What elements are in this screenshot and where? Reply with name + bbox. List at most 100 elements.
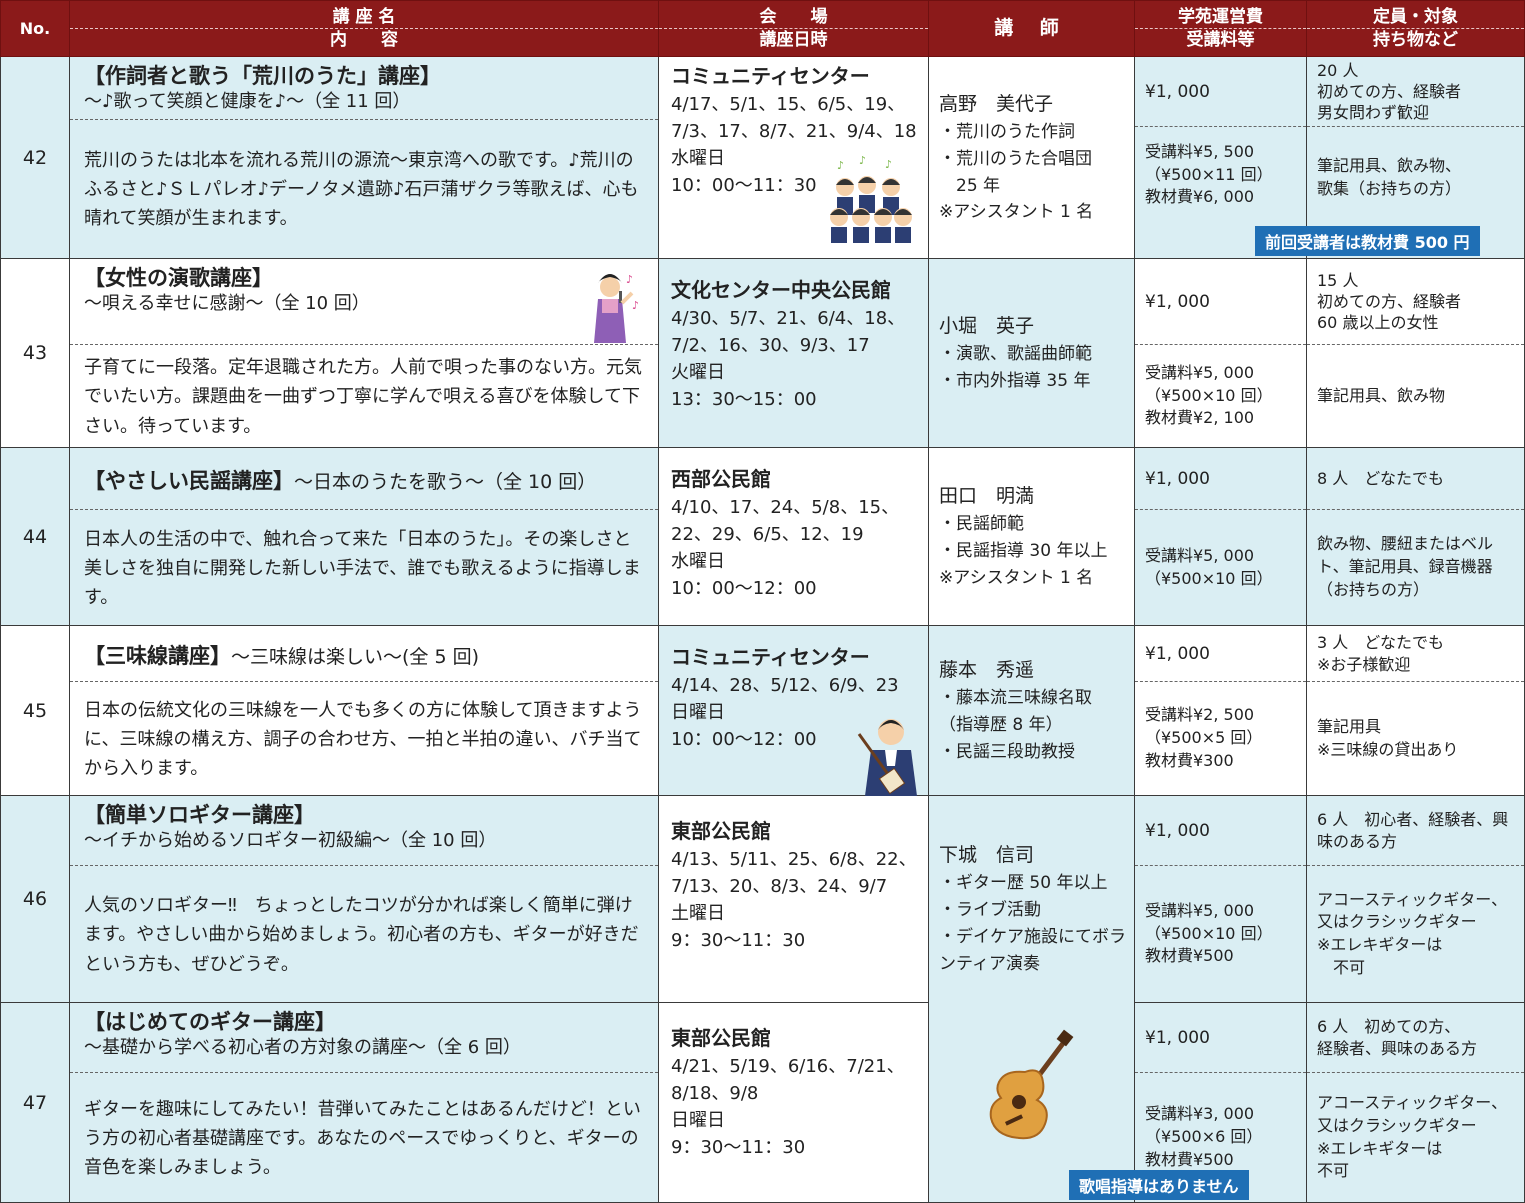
teacher-line: ・デイケア施設にてボランティア演奏 <box>939 926 1126 974</box>
header-teacher-label: 講 師 <box>994 17 1069 40</box>
row-no-cell: 47 <box>0 1002 70 1203</box>
belongings-line: アコースティックギター、又はクラシックギター <box>1317 889 1508 932</box>
capacity-line: 6 人 初心者、経験者、興味のある方 <box>1317 810 1509 851</box>
fee-cell: ¥1, 000 受講料¥5, 000 （¥500×10 回） 教材費¥500 <box>1134 795 1307 1003</box>
svg-text:♪: ♪ <box>859 154 866 167</box>
header-course: 講 座 名内 容 <box>69 0 659 57</box>
header-no-label: No. <box>19 19 51 38</box>
table-row: 43 【女性の演歌講座】～唄える幸せに感謝～（全 10 回） 子育てに一段落。定… <box>0 258 1525 448</box>
belongings-line: 筆記用具 <box>1317 716 1382 736</box>
venue-weekday: 水曜日 <box>671 148 725 169</box>
venue-time: 9：30～11：30 <box>671 1137 806 1158</box>
fee-line: 教材費¥300 <box>1145 750 1234 770</box>
fee-cell: ¥1, 000 受講料¥5, 500 （¥500×11 回） 教材費¥6, 00… <box>1134 56 1480 259</box>
capacity-cell: 6 人 初めての方、 経験者、興味のある方 アコースティックギター、又はクラシッ… <box>1306 1002 1525 1203</box>
belongings-line: 不可 <box>1317 957 1366 977</box>
course-description: 日本の伝統文化の三味線を一人でも多くの方に体験して頂きますように、三味線の構え方… <box>84 699 642 780</box>
fee-line: （¥500×10 回） <box>1145 385 1273 405</box>
teacher-line: ※アシスタント 1 名 <box>939 567 1094 588</box>
header-fee-top: 学苑運営費 <box>1135 7 1306 29</box>
venue-name: 西部公民館 <box>671 467 771 491</box>
row-no: 47 <box>22 1091 48 1114</box>
belongings-line: 不可 <box>1317 1161 1350 1181</box>
course-title: 【三味線講座】 <box>84 643 231 668</box>
capacity-line: 15 人 <box>1317 270 1359 290</box>
belongings-line: ※エレキギターは <box>1317 1138 1443 1158</box>
row-no: 44 <box>22 525 48 548</box>
teacher-line: （指導歴 8 年） <box>939 715 1063 736</box>
capacity-line: ※お子様歓迎 <box>1317 654 1411 674</box>
venue-name: コミュニティセンター <box>671 64 870 88</box>
table-header: No. 講 座 名内 容 会 場講座日時 講 師 学苑運営費受講料等 定員・対象… <box>0 0 1525 57</box>
teacher-line: ・演歌、歌謡曲師範 <box>939 344 1092 365</box>
svg-text:♪: ♪ <box>632 299 639 312</box>
header-no: No. <box>0 0 70 57</box>
row-no-cell: 45 <box>0 625 70 796</box>
capacity-cell: 3 人 どなたでも ※お子様歓迎 筆記用具 ※三味線の貸出あり <box>1306 625 1525 796</box>
fee-line: 受講料¥5, 500 <box>1145 142 1255 161</box>
fee-operation: ¥1, 000 <box>1135 448 1306 510</box>
venue-dates: 4/30、5/7、21、6/4、18、7/2、16、30、9/3、17 <box>671 308 906 356</box>
capacity-line: 経験者、興味のある方 <box>1317 1038 1478 1058</box>
venue-time: 10：00～12：00 <box>671 729 817 750</box>
table-row: 47 【はじめてのギター講座】～基礎から学べる初心者の方対象の講座～（全 6 回… <box>0 1002 1525 1203</box>
venue-weekday: 日曜日 <box>671 1110 725 1131</box>
row-no: 45 <box>22 699 48 722</box>
venue-cell: 東部公民館 4/13、5/11、25、6/8、22、7/13、20、8/3、24… <box>658 795 929 1003</box>
capacity-line: 60 歳以上の女性 <box>1317 313 1439 333</box>
svg-text:♪: ♪ <box>626 273 633 286</box>
course-subtitle: ～♪歌って笑顔と健康を♪～（全 11 回） <box>84 91 411 113</box>
fee-operation: ¥1, 000 <box>1135 1003 1306 1073</box>
course-subtitle: ～三味線は楽しい～(全 5 回) <box>231 645 479 668</box>
course-cell: 【三味線講座】～三味線は楽しい～(全 5 回) 日本の伝統文化の三味線を一人でも… <box>69 625 659 796</box>
belongings-line: 筆記用具、飲み物、 <box>1317 156 1462 175</box>
venue-dates: 4/13、5/11、25、6/8、22、7/13、20、8/3、24、9/7 <box>671 849 917 897</box>
row-no: 42 <box>22 146 48 169</box>
course-title: 【はじめてのギター講座】 <box>84 1010 336 1034</box>
row-no-cell: 43 <box>0 258 70 448</box>
course-title: 【簡単ソロギター講座】 <box>84 803 315 827</box>
row-no-cell: 42 <box>0 56 70 259</box>
fee-line: 教材費¥6, 000 <box>1145 187 1255 207</box>
fee-line: （¥500×10 回） <box>1145 568 1273 588</box>
course-description: ギターを趣味にしてみたい！昔弾いてみたことはあるんだけど！という方の初心者基礎講… <box>84 1098 641 1179</box>
capacity-line: 3 人 どなたでも <box>1317 633 1444 653</box>
fee-operation: ¥1, 000 <box>1135 626 1306 682</box>
fee-line: （¥500×10 回） <box>1145 923 1273 943</box>
teacher-line: ・荒川のうた作詞 <box>939 121 1075 142</box>
venue-name: 文化センター中央公民館 <box>671 278 891 302</box>
header-venue-bottom: 講座日時 <box>759 30 828 50</box>
belongings-line: ※エレキギターは <box>1317 935 1443 954</box>
header-course-top: 講 座 名 <box>70 7 658 29</box>
capacity-cell: 20 人 初めての方、経験者 男女問わず歓迎 筆記用具、飲み物、 歌集（お持ちの… <box>1306 56 1525 259</box>
venue-dates: 4/17、5/1、15、6/5、19、7/3、17、8/7、21、9/4、18 <box>671 94 917 142</box>
fee-line: （¥500×11 回） <box>1145 164 1273 184</box>
venue-weekday: 水曜日 <box>671 551 725 572</box>
fee-cell: ¥1, 000 受講料¥5, 000 （¥500×10 回） <box>1134 447 1307 626</box>
fee-operation: ¥1, 000 <box>1135 796 1306 866</box>
teacher-line: ・民謡師範 <box>939 514 1024 535</box>
header-cap-top: 定員・対象 <box>1307 7 1524 29</box>
row-no-cell: 46 <box>0 795 70 1003</box>
course-title: 【作詞者と歌う「荒川のうた」講座】 <box>84 64 441 88</box>
teacher-line: ・民謡三段助教授 <box>939 741 1075 762</box>
teacher-line: ・民謡指導 30 年以上 <box>939 541 1108 562</box>
fee-line: 教材費¥2, 100 <box>1145 408 1255 428</box>
course-subtitle: ～イチから始めるソロギター初級編～（全 10 回） <box>84 830 497 852</box>
venue-weekday: 日曜日 <box>671 702 725 723</box>
teacher-line: ・ギター歴 50 年以上 <box>939 873 1108 894</box>
teacher-line: ・市内外指導 35 年 <box>939 371 1091 391</box>
capacity-cell: 15 人 初めての方、経験者 60 歳以上の女性 筆記用具、飲み物 <box>1306 258 1525 448</box>
fee-line: 受講料¥5, 000 <box>1145 545 1255 565</box>
capacity-cell: 8 人 どなたでも 飲み物、腰紐またはベルト、筆記用具、録音機器（お持ちの方） <box>1306 447 1525 626</box>
fee-line: （¥500×5 回） <box>1145 728 1263 748</box>
row-no-cell: 44 <box>0 447 70 626</box>
teacher-line: ・ライブ活動 <box>939 899 1041 920</box>
teacher-cell: 下城 信司 ・ギター歴 50 年以上 ・ライブ活動 ・デイケア施設にてボランティ… <box>928 795 1249 1203</box>
venue-dates: 4/10、17、24、5/8、15、22、29、6/5、12、19 <box>671 497 900 545</box>
fee-operation: ¥1, 000 <box>1135 57 1306 127</box>
belongings-line: 筆記用具、飲み物 <box>1317 385 1446 405</box>
teacher-line: 25 年 <box>939 175 1001 196</box>
teacher-line: ・荒川のうた合唱団 <box>939 148 1092 169</box>
